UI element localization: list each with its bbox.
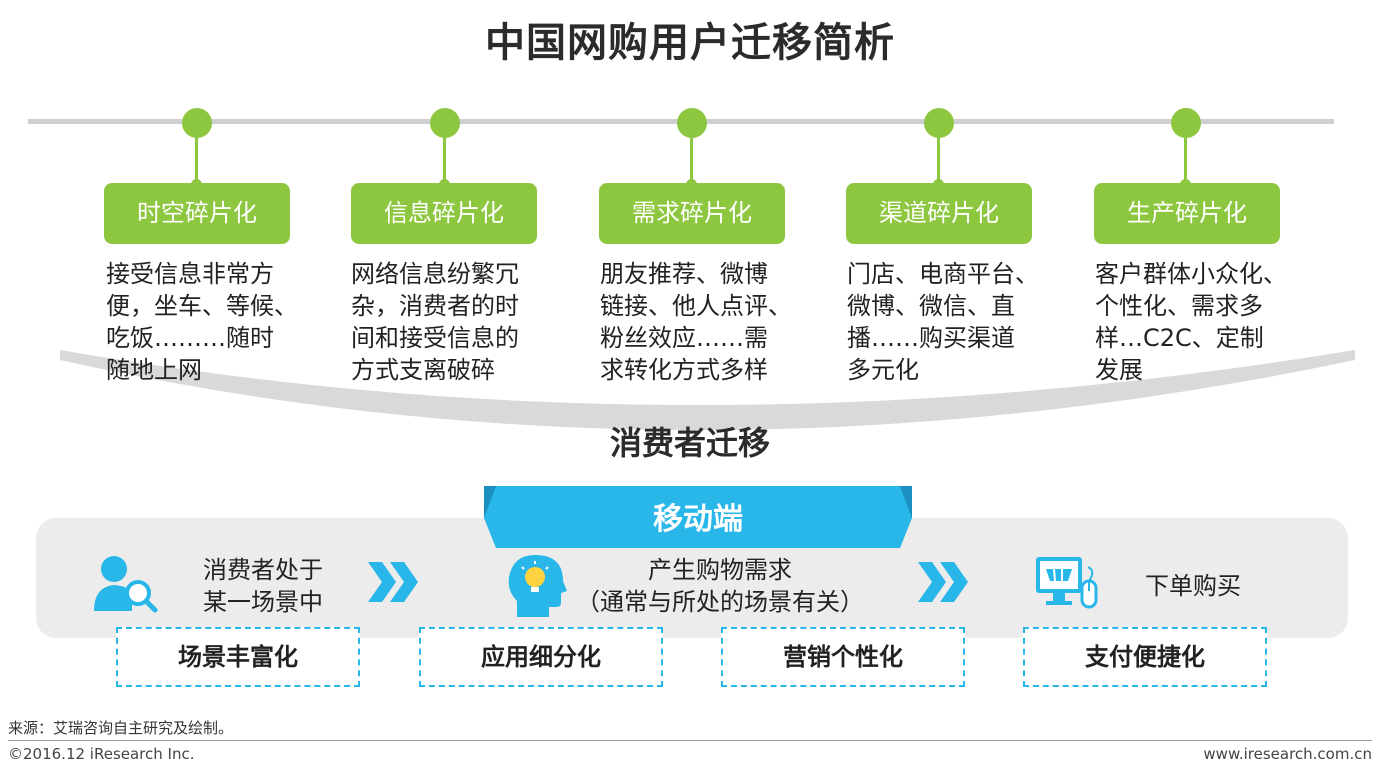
footer-divider — [8, 740, 1372, 741]
desc-line: 发展 — [1095, 356, 1143, 384]
node-stem — [195, 136, 198, 186]
node-stem — [937, 136, 940, 186]
node-dot — [1171, 108, 1201, 138]
tag-payment-convenience: 支付便捷化 — [1023, 627, 1267, 687]
tag-app-segmentation: 应用细分化 — [419, 627, 663, 687]
node-stem — [443, 136, 446, 186]
fragment-pill-demand: 需求碎片化 — [599, 183, 785, 244]
step-text-order: 下单购买 — [1118, 570, 1268, 602]
copyright: ©2016.12 iResearch Inc. — [8, 745, 195, 763]
website-link[interactable]: www.iresearch.com.cn — [1203, 745, 1372, 763]
computer-cart-icon — [1036, 557, 1098, 609]
arc-band — [60, 350, 1355, 430]
desc-line: 个性化、需求多 — [1095, 292, 1263, 320]
desc-line: 随地上网 — [106, 356, 202, 384]
step-line: （通常与所处的场景有关） — [576, 588, 864, 616]
fragment-pill-information: 信息碎片化 — [351, 183, 537, 244]
desc-line: 粉丝效应……需 — [600, 324, 768, 352]
fragment-pill-production: 生产碎片化 — [1094, 183, 1280, 244]
desc-line: 客户群体小众化、 — [1095, 260, 1287, 288]
desc-line: 杂，消费者的时 — [351, 292, 519, 320]
step-line: 某一场景中 — [203, 588, 323, 616]
fragment-desc-time-space: 接受信息非常方 便，坐车、等候、 吃饭………随时 随地上网 — [106, 258, 316, 386]
desc-line: 链接、他人点评、 — [600, 292, 792, 320]
step-text-scene: 消费者处于 某一场景中 — [178, 554, 348, 618]
desc-line: 微博、微信、直 — [847, 292, 1015, 320]
step-line: 产生购物需求 — [648, 556, 792, 584]
tag-scene-enrichment: 场景丰富化 — [116, 627, 360, 687]
source-note: 来源：艾瑞咨询自主研究及绘制。 — [8, 719, 234, 737]
node-dot — [924, 108, 954, 138]
step-line: 下单购买 — [1145, 572, 1241, 600]
chevron-right-icon — [918, 562, 968, 602]
fragment-pill-time-space: 时空碎片化 — [104, 183, 290, 244]
mobile-banner — [484, 486, 912, 548]
fragment-desc-information: 网络信息纷繁冗 杂，消费者的时 间和接受信息的 方式支离破碎 — [351, 258, 561, 386]
desc-line: 便，坐车、等候、 — [106, 292, 298, 320]
desc-line: 间和接受信息的 — [351, 324, 519, 352]
chevron-right-icon — [368, 562, 418, 602]
user-search-icon — [94, 556, 158, 613]
head-lightbulb-icon — [508, 555, 567, 617]
node-dot — [677, 108, 707, 138]
desc-line: 样…C2C、定制 — [1095, 324, 1264, 352]
node-stem — [690, 136, 693, 186]
mobile-label: 移动端 — [653, 502, 743, 537]
page-title: 中国网购用户迁移简析 — [485, 20, 895, 66]
desc-line: 多元化 — [847, 356, 919, 384]
tag-marketing-personalization: 营销个性化 — [721, 627, 965, 687]
fragment-desc-demand: 朋友推荐、微博 链接、他人点评、 粉丝效应……需 求转化方式多样 — [600, 258, 810, 386]
desc-line: 门店、电商平台、 — [847, 260, 1039, 288]
fragment-pill-channel: 渠道碎片化 — [846, 183, 1032, 244]
node-dot — [430, 108, 460, 138]
node-stem — [1184, 136, 1187, 186]
desc-line: 网络信息纷繁冗 — [351, 260, 519, 288]
fragment-desc-channel: 门店、电商平台、 微博、微信、直 播……购买渠道 多元化 — [847, 258, 1057, 386]
desc-line: 播……购买渠道 — [847, 324, 1015, 352]
step-text-demand: 产生购物需求 （通常与所处的场景有关） — [560, 554, 880, 618]
step-line: 消费者处于 — [203, 556, 323, 584]
migration-label: 消费者迁移 — [609, 424, 770, 462]
node-dot — [182, 108, 212, 138]
desc-line: 接受信息非常方 — [106, 260, 274, 288]
desc-line: 求转化方式多样 — [600, 356, 768, 384]
desc-line: 方式支离破碎 — [351, 356, 495, 384]
desc-line: 吃饭………随时 — [106, 324, 274, 352]
desc-line: 朋友推荐、微博 — [600, 260, 768, 288]
fragment-desc-production: 客户群体小众化、 个性化、需求多 样…C2C、定制 发展 — [1095, 258, 1305, 386]
